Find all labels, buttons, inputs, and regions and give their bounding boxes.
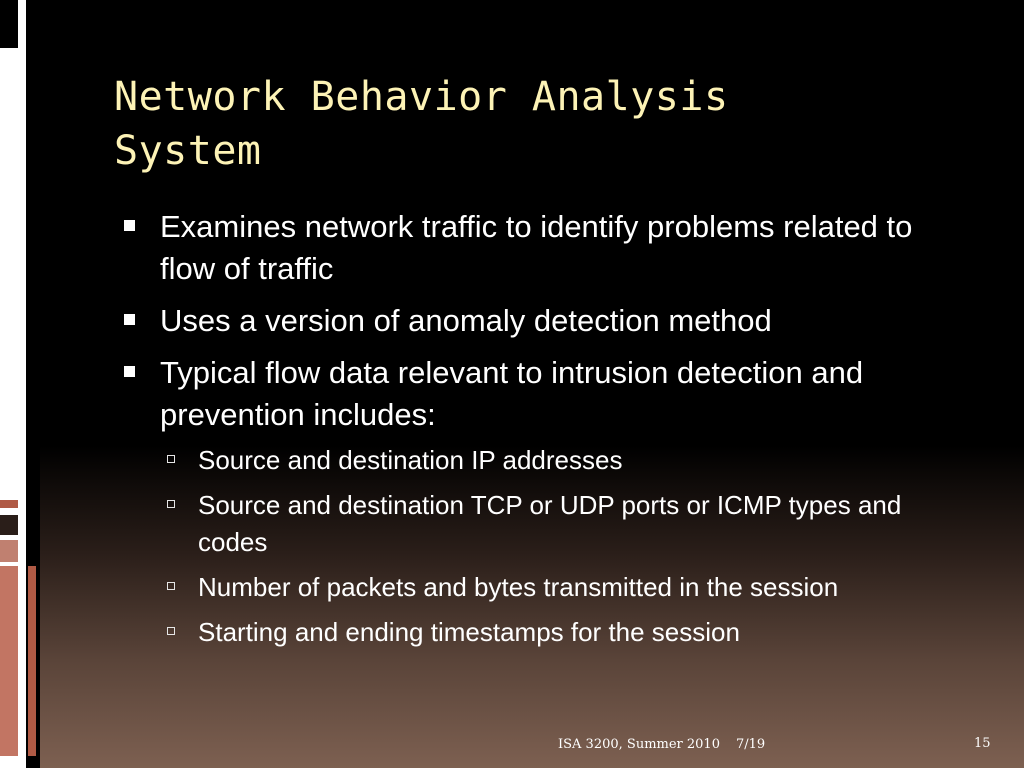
bullet-item: Typical flow data relevant to intrusion … [122, 352, 962, 651]
sub-bullet-text: Source and destination IP addresses [198, 445, 623, 475]
footer-course: ISA 3200, Summer 2010 [558, 737, 720, 752]
square-bullet-icon [124, 220, 135, 231]
footer-date: 7/19 [736, 737, 766, 752]
square-bullet-icon [124, 314, 135, 325]
sub-bullet-list: Source and destination IP addresses Sour… [160, 442, 962, 651]
hollow-square-bullet-icon [167, 455, 175, 463]
square-bullet-icon [124, 366, 135, 377]
sub-bullet-text: Starting and ending timestamps for the s… [198, 617, 740, 647]
bullet-text: Uses a version of anomaly detection meth… [160, 303, 772, 338]
bullet-list: Examines network traffic to identify pro… [122, 206, 962, 651]
sub-bullet-item: Starting and ending timestamps for the s… [160, 614, 962, 651]
hollow-square-bullet-icon [167, 500, 175, 508]
sub-bullet-text: Source and destination TCP or UDP ports … [198, 490, 902, 557]
sub-bullet-text: Number of packets and bytes transmitted … [198, 572, 839, 602]
bullet-text: Examines network traffic to identify pro… [160, 209, 913, 286]
left-decorative-band [0, 0, 40, 768]
bullet-text: Typical flow data relevant to intrusion … [160, 355, 864, 432]
slide-title-line1: Network Behavior Analysis [114, 74, 729, 120]
sub-bullet-item: Number of packets and bytes transmitted … [160, 569, 962, 606]
slide-title-line2: System [114, 128, 262, 174]
sub-bullet-item: Source and destination TCP or UDP ports … [160, 487, 962, 561]
slide-number: 15 [974, 736, 991, 751]
hollow-square-bullet-icon [167, 627, 175, 635]
sub-bullet-item: Source and destination IP addresses [160, 442, 962, 479]
hollow-square-bullet-icon [167, 582, 175, 590]
slide-title: Network Behavior Analysis System [114, 70, 974, 178]
bullet-item: Examines network traffic to identify pro… [122, 206, 962, 290]
bullet-item: Uses a version of anomaly detection meth… [122, 300, 962, 342]
slide-body: Examines network traffic to identify pro… [122, 206, 962, 661]
